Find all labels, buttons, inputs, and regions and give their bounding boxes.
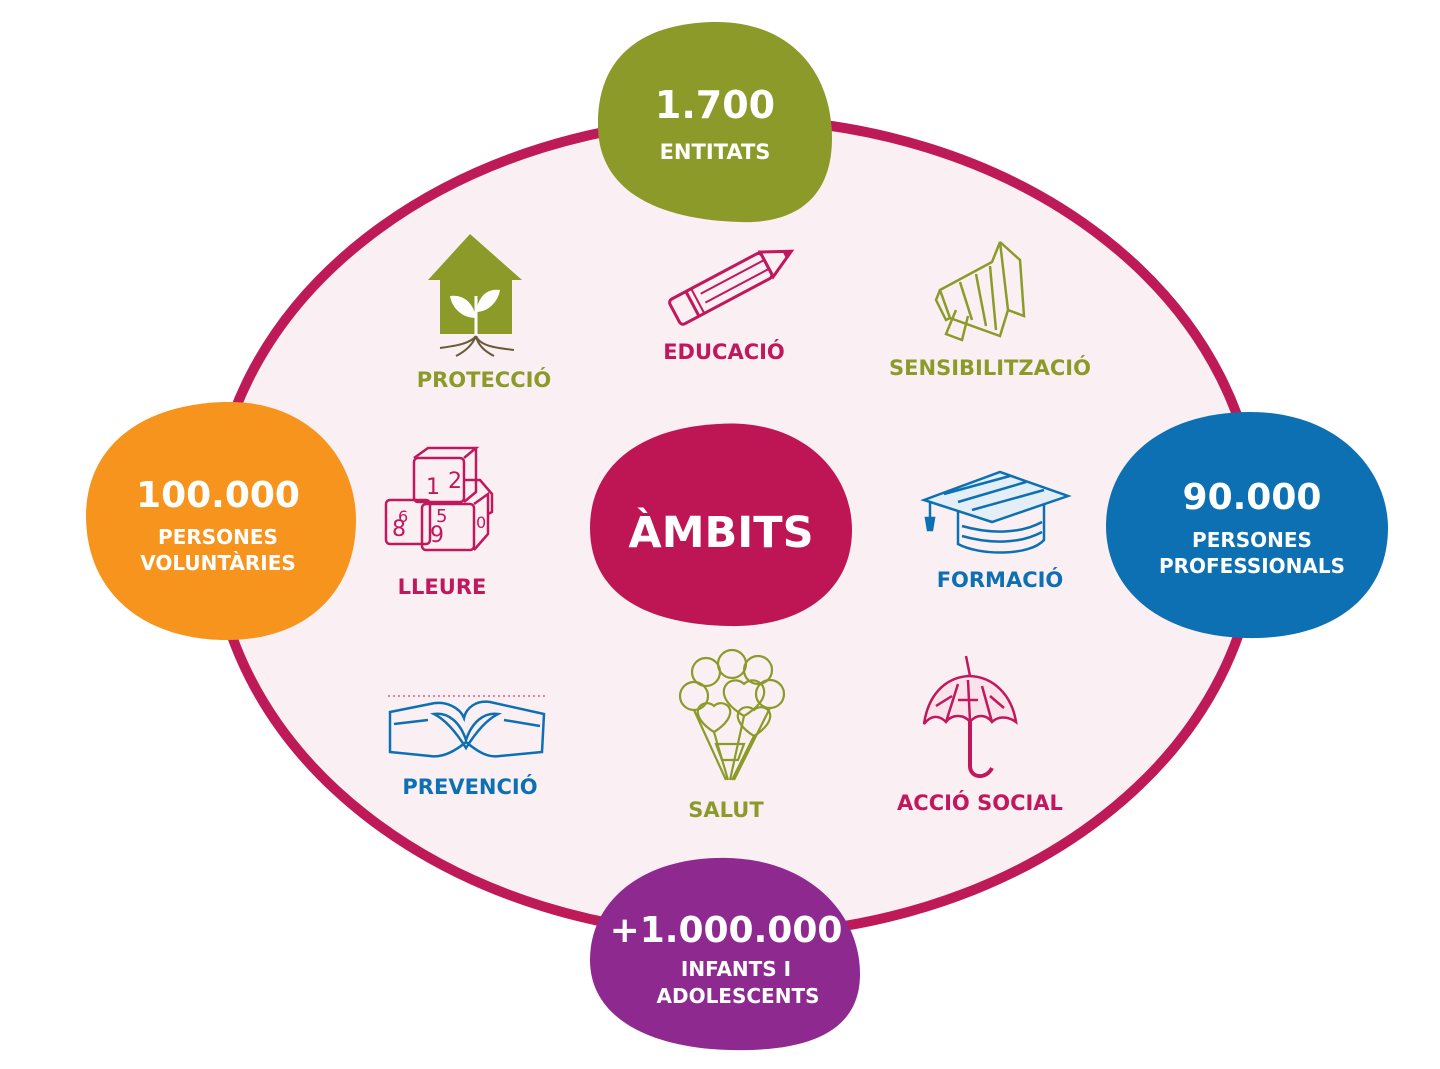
number-blocks-icon: 1 2 8 6 9 5 0: [384, 446, 494, 552]
svg-text:2: 2: [448, 469, 462, 494]
heart-balloons-icon: [678, 648, 786, 781]
stat-professionals-label-line1: PERSONES: [1192, 528, 1312, 552]
center-node: ÀMBITS: [590, 423, 852, 627]
svg-text:5: 5: [436, 506, 447, 527]
stat-entitats-label: ENTITATS: [660, 140, 771, 164]
stat-voluntaries-value: 100.000: [136, 475, 300, 516]
stat-voluntaries-label-line1: PERSONES: [158, 525, 278, 549]
svg-text:1: 1: [426, 475, 440, 500]
stat-professionals: 90.000 PERSONES PROFESSIONALS: [1106, 412, 1388, 639]
svg-text:6: 6: [398, 507, 408, 526]
stat-entitats: 1.700 ENTITATS: [597, 21, 832, 223]
area-prevencio: PREVENCIÓ: [388, 695, 546, 799]
svg-text:9: 9: [430, 523, 444, 548]
area-sensibilitzacio-label: SENSIBILITZACIÓ: [889, 355, 1091, 380]
stat-infants-label-line1: INFANTS I: [681, 957, 791, 981]
house-plant-icon: [428, 234, 522, 357]
stat-infants-value: +1.000.000: [610, 910, 843, 951]
area-prevencio-label: PREVENCIÓ: [402, 774, 537, 799]
area-accio-social: ACCIÓ SOCIAL: [897, 655, 1063, 815]
area-proteccio-label: PROTECCIÓ: [417, 367, 552, 392]
stat-infants-blob: [590, 857, 860, 1051]
stat-professionals-label-line2: PROFESSIONALS: [1159, 554, 1345, 578]
heart-hands-icon: [388, 695, 546, 758]
area-salut: SALUT: [678, 648, 786, 822]
stat-entitats-value: 1.700: [655, 83, 775, 127]
area-educacio: EDUCACIÓ: [663, 249, 795, 364]
umbrella-icon: [922, 655, 1018, 778]
area-sensibilitzacio: SENSIBILITZACIÓ: [889, 241, 1091, 380]
area-salut-label: SALUT: [688, 798, 764, 822]
stat-professionals-value: 90.000: [1183, 477, 1322, 518]
center-label: ÀMBITS: [628, 507, 813, 558]
graduation-cap-icon: [920, 470, 1072, 554]
stat-voluntaries: 100.000 PERSONES VOLUNTÀRIES: [86, 401, 356, 641]
megaphone-icon: [934, 241, 1026, 342]
area-accio-social-label: ACCIÓ SOCIAL: [897, 790, 1063, 815]
area-lleure: 1 2 8 6 9 5 0 LLEURE: [384, 446, 494, 599]
area-lleure-label: LLEURE: [398, 575, 487, 599]
svg-text:8: 8: [392, 517, 406, 542]
stat-entitats-blob: [597, 21, 832, 223]
svg-text:0: 0: [476, 513, 486, 532]
area-formacio: FORMACIÓ: [920, 470, 1072, 592]
center-blob: [590, 423, 852, 627]
area-proteccio: PROTECCIÓ: [417, 234, 552, 392]
stat-professionals-blob: [1106, 412, 1388, 639]
area-formacio-label: FORMACIÓ: [937, 567, 1064, 592]
area-educacio-label: EDUCACIÓ: [663, 339, 785, 364]
stat-infants: +1.000.000 INFANTS I ADOLESCENTS: [590, 857, 860, 1051]
stat-voluntaries-label-line2: VOLUNTÀRIES: [140, 551, 296, 575]
stat-voluntaries-blob: [86, 401, 356, 641]
stat-infants-label-line2: ADOLESCENTS: [656, 984, 819, 1008]
pencil-icon: [668, 249, 795, 326]
